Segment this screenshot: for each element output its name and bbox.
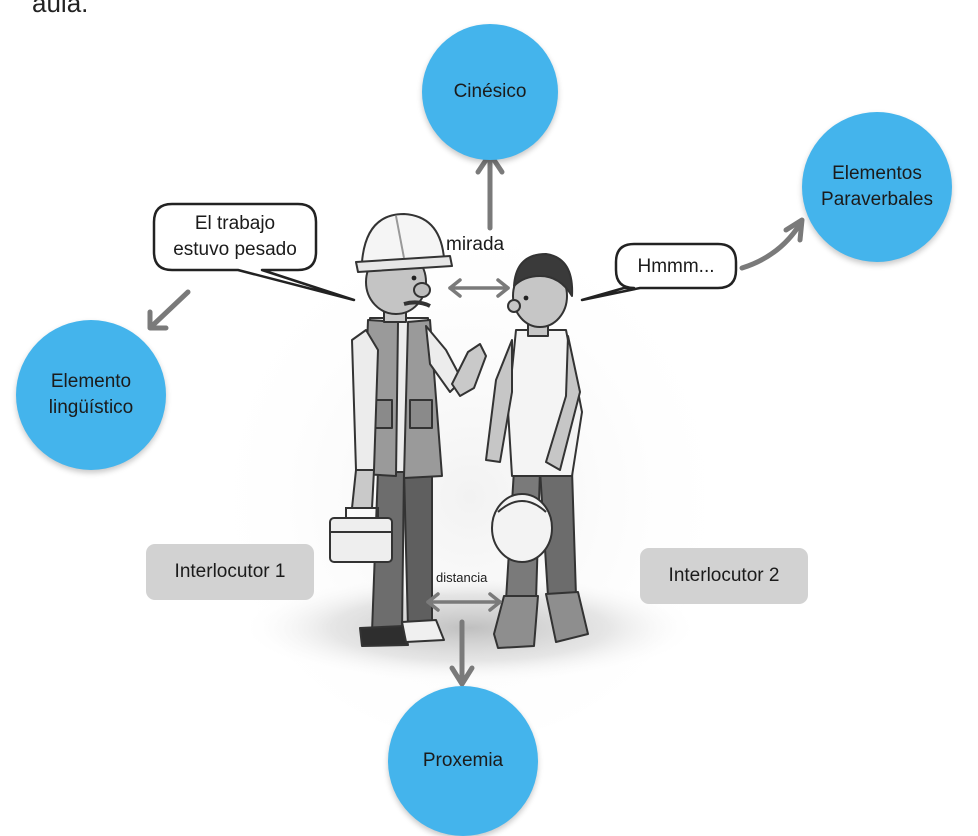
speech-bubble-speaker1 — [152, 202, 356, 302]
arrow-to-proxemics-head — [449, 665, 475, 687]
floor-shadow — [240, 573, 700, 683]
node-paraverbal-label-line1: Elementos — [832, 163, 922, 185]
gaze-arrow-left-head — [448, 278, 462, 298]
page-text-fragment: aula. — [32, 0, 89, 18]
interlocutor1-label: Interlocutor 1 — [174, 561, 286, 582]
distance-arrow-left-head — [426, 592, 440, 612]
node-paraverbal-label-line2: Paraverbales — [821, 189, 933, 210]
node-proxemics: Proxemia — [388, 686, 538, 836]
node-linguistic-label-line2: lingüístico — [48, 397, 134, 418]
speech-speaker1-text: El trabajo estuvo pesado — [158, 211, 312, 262]
arrow-to-paraverbal-head — [783, 217, 805, 243]
arrow-to-paraverbal — [739, 221, 803, 271]
lunchbox-icon — [329, 507, 393, 563]
speech-speaker1-line1: El trabajo — [194, 213, 276, 234]
distance-arrow-right-head — [488, 592, 502, 612]
interlocutor2-label: Interlocutor 2 — [668, 565, 780, 586]
helmet-icon — [491, 493, 553, 563]
boy-figure — [485, 253, 589, 649]
interlocutor1-tag: Interlocutor 1 — [146, 544, 314, 600]
node-paraverbal: Elementos Paraverbales — [802, 112, 952, 262]
arrow-to-linguistic — [149, 289, 191, 329]
distance-label: distancia — [436, 570, 488, 585]
speech-speaker2-text: Hmmm... — [637, 256, 715, 277]
node-linguistic-label-line1: Elemento — [50, 371, 132, 393]
speech-speaker1-line2: estuvo pesado — [173, 238, 297, 260]
node-kinesic: Cinésico — [422, 24, 558, 160]
arrow-to-linguistic-head — [147, 309, 169, 331]
interlocutor2-tag: Interlocutor 2 — [640, 548, 808, 604]
node-kinesic-label: Cinésico — [453, 81, 527, 103]
node-linguistic: Elemento lingüístico — [16, 320, 166, 470]
gaze-arrow-right-head — [496, 278, 510, 298]
node-proxemics-label: Proxemia — [422, 750, 504, 772]
gaze-label: mirada — [446, 234, 505, 255]
speech-bubble-speaker2 — [580, 242, 738, 302]
